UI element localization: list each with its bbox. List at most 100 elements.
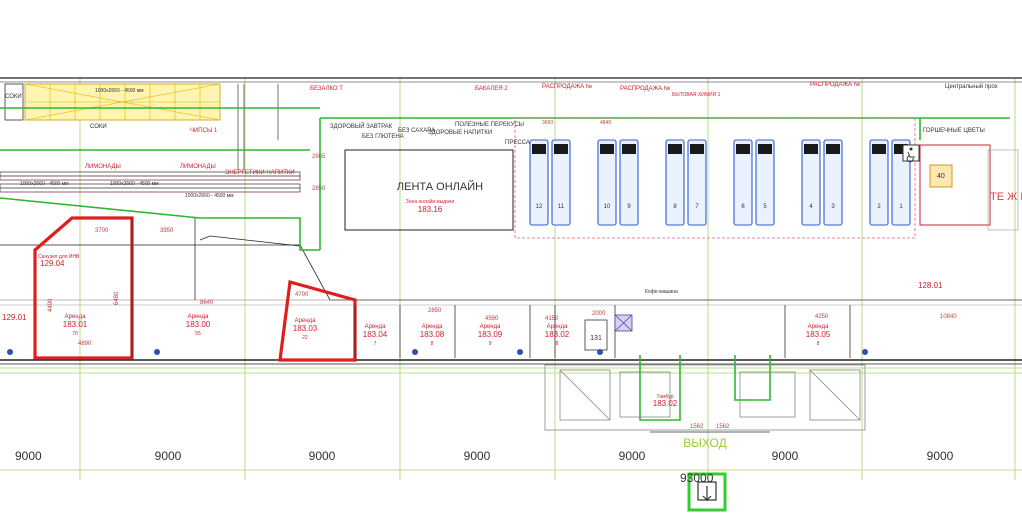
checkout-terminal	[622, 144, 636, 154]
checkout-number: 8	[673, 204, 677, 210]
sign-perekus: ПОЛЕЗНЫЕ ПЕРЕКУСЫ	[455, 122, 524, 128]
checkout-terminal	[894, 144, 908, 154]
dim-4250: 4250	[815, 314, 829, 320]
span-3: 9000	[464, 449, 491, 463]
sign-energy: ЭНЕРГЕТИКИ НАПИТКИ	[225, 170, 295, 176]
span-2: 9000	[309, 449, 336, 463]
checkout-unit	[823, 139, 843, 226]
checkout-terminal	[668, 144, 682, 154]
checkout-number: 11	[558, 204, 565, 210]
checkout-terminal	[532, 144, 546, 154]
room-3-label: Аренда	[295, 318, 316, 324]
flowers-label: ГОРШЕЧНЫЕ ЦВЕТЫ	[923, 128, 985, 134]
exit-sign-icon	[687, 472, 727, 512]
flowers-num: 40	[937, 173, 945, 180]
right-room-code: 128.01	[918, 281, 943, 290]
sign-chips: ЧИПСЫ 1	[190, 128, 218, 134]
room-2-label: Аренда	[188, 314, 209, 320]
sign-napitki: ЗДОРОВЫЕ НАПИТКИ	[428, 130, 492, 136]
dim-1562-b: 1562	[716, 424, 730, 430]
checkout-number: 7	[695, 204, 699, 210]
checkout-number: 10	[604, 204, 611, 210]
checkout-number: 1	[899, 204, 903, 210]
room-8-area: 8	[817, 341, 820, 347]
dim-4890: 4890	[78, 341, 92, 347]
sign-zdorovye: ЗДОРОВЫЙ ЗАВТРАК	[330, 122, 393, 130]
labels: БЕЗАЛКО Т БАКАЛЕЯ 2 РАСПРОДАЖА № РАСПРОД…	[2, 81, 1022, 485]
exit-label: ВЫХОД	[683, 436, 726, 450]
checkout-number: 2	[877, 204, 881, 210]
checkout-unit	[687, 139, 707, 226]
sign-bakaleya: БАКАЛЕЯ 2	[475, 86, 508, 92]
dim-2965: 2965	[312, 154, 326, 160]
room-8-code: 183.05	[806, 330, 831, 339]
room-7-area: 8	[556, 341, 559, 347]
sign-limonady-2: ЛИМОНАДЫ	[180, 164, 216, 170]
dim-4150: 4150	[545, 316, 559, 322]
sign-soki-2: СОКИ	[90, 124, 107, 130]
sign-limonady-1: ЛИМОНАДЫ	[85, 164, 121, 170]
checkout-unit	[551, 139, 571, 226]
room-4-area: 7	[374, 341, 377, 347]
left-room-code: 129.01	[2, 313, 27, 322]
checkout-unit	[801, 139, 821, 226]
rack-dim-2: 1000х2660 - 4500 мм	[20, 181, 69, 187]
rack-dim-3: 1000х2660 - 4500 мм	[110, 181, 159, 187]
sign-central: Центральный прох	[945, 83, 998, 90]
kiosk-code: 131	[590, 335, 602, 342]
room-5-area: 8	[431, 341, 434, 347]
rack-dim-1: 1000х2660 - 4500 мм	[95, 88, 144, 94]
tambur-label: Тамбур	[657, 394, 674, 400]
sanuzel-code: 129.04	[40, 259, 65, 268]
room-3-area: 22	[302, 335, 308, 341]
checkout-unit	[665, 139, 685, 226]
dim-6480: 6480	[114, 291, 120, 305]
sign-bez-sahara: БЕЗ САХАРА	[398, 128, 435, 134]
room-1-area: 70	[72, 331, 78, 337]
accessibility-icon	[902, 144, 920, 163]
checkout-terminal	[736, 144, 750, 154]
rack-dim-4: 1000х2660 - 4500 мм	[185, 193, 234, 199]
sign-bezalko: БЕЗАЛКО Т	[310, 86, 343, 92]
coffee-label: Кофе-машина	[645, 289, 678, 295]
span-4: 9000	[619, 449, 646, 463]
checkout-number: 5	[763, 204, 767, 210]
tambur-code: 183.02	[653, 399, 678, 408]
checkout-unit	[529, 139, 549, 226]
checkout-terminal	[804, 144, 818, 154]
room-5-label: Аренда	[422, 324, 443, 330]
dim-8640: 8640	[200, 300, 214, 306]
room-2-code: 183.00	[186, 320, 211, 329]
checkout-unit	[597, 139, 617, 226]
dim-4490: 4490	[48, 298, 54, 312]
checkout-terminal	[872, 144, 886, 154]
checkout-unit	[619, 139, 639, 226]
lenta-title: ЛЕНТА ОНЛАЙН	[397, 180, 483, 193]
checkout-number: 12	[536, 204, 543, 210]
dim-4700: 4700	[295, 292, 309, 298]
room-4-code: 183.04	[363, 330, 388, 339]
accessible-markers	[7, 349, 868, 355]
dim-2000: 2000	[592, 311, 606, 317]
room-8-label: Аренда	[808, 324, 829, 330]
dim-10840: 10840	[940, 314, 957, 320]
checkout-number: 4	[809, 204, 813, 210]
room-7-code: 183.02	[545, 330, 570, 339]
room-6-label: Аренда	[480, 324, 501, 330]
room-5-code: 183.08	[420, 330, 445, 339]
room-1-code: 183.01	[63, 320, 88, 329]
lenta-code: 183.16	[418, 205, 443, 214]
dim-2850: 2850	[428, 308, 442, 314]
checkout-number: 6	[741, 204, 745, 210]
dim-3950: 3950	[160, 228, 174, 234]
sign-soki-1: СОКИ	[5, 94, 22, 100]
sign-bytovaya: БЫТОВАЯ ХИМИЯ 1	[672, 92, 721, 98]
vestibule	[544, 364, 866, 433]
dim-3650: 3650	[542, 120, 553, 126]
sign-bez-glutena: БЕЗ ГЛЮТЕНА	[362, 134, 404, 140]
span-6: 9000	[927, 449, 954, 463]
sanuzel-label: Санузел для ИНВ	[38, 254, 80, 260]
sign-rasprodazha-2: РАСПРОДАЖА №	[620, 85, 670, 92]
dim-3700: 3700	[95, 228, 109, 234]
